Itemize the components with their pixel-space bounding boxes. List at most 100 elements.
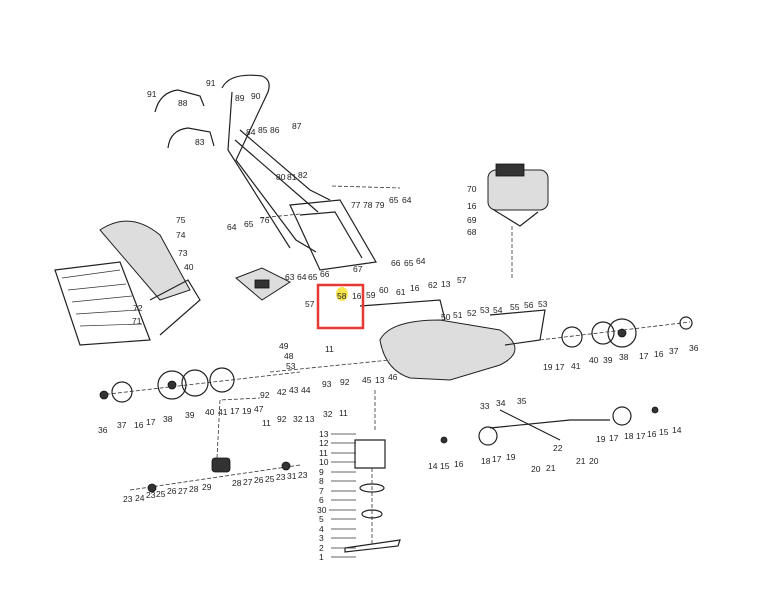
callout-40: 40 — [205, 407, 215, 417]
callout-28: 28 — [232, 478, 242, 488]
callout-81: 81 — [287, 172, 297, 182]
callout-88: 88 — [178, 98, 188, 108]
callout-70: 70 — [467, 184, 477, 194]
callout-40: 40 — [589, 355, 599, 365]
callout-44: 44 — [301, 385, 311, 395]
callout-72: 72 — [133, 303, 143, 313]
cable-bracket — [154, 89, 215, 149]
callout-17: 17 — [639, 351, 649, 361]
callout-50: 50 — [441, 312, 451, 322]
callout-22: 22 — [553, 443, 563, 453]
callout-64: 64 — [297, 272, 307, 282]
callout-16: 16 — [454, 459, 464, 469]
callout-33: 33 — [480, 401, 490, 411]
callout-64: 64 — [227, 222, 237, 232]
callout-85: 85 — [258, 125, 268, 135]
callout-58: 58 — [337, 291, 347, 301]
callout-11: 11 — [319, 448, 328, 458]
callout-53: 53 — [286, 361, 296, 371]
callout-65: 65 — [308, 272, 318, 282]
callout-92: 92 — [277, 414, 287, 424]
callout-14: 14 — [428, 461, 438, 471]
callout-24: 24 — [135, 493, 145, 503]
callout-60: 60 — [379, 285, 389, 295]
callout-23: 23 — [123, 494, 133, 504]
callout-65: 65 — [244, 219, 254, 229]
callout-17: 17 — [146, 417, 156, 427]
callout-18: 18 — [624, 431, 634, 441]
callout-65: 65 — [389, 195, 399, 205]
callout-61: 61 — [396, 287, 406, 297]
callout-16: 16 — [134, 420, 144, 430]
callout-66: 66 — [391, 258, 401, 268]
callout-21: 21 — [576, 456, 586, 466]
callout-37: 37 — [117, 420, 127, 430]
callout-14: 14 — [672, 425, 682, 435]
selected-part-box[interactable] — [316, 283, 365, 330]
callout-20: 20 — [589, 456, 599, 466]
left-wheel-assembly — [99, 367, 301, 403]
callout-11: 11 — [325, 344, 334, 354]
callout-20: 20 — [531, 464, 541, 474]
callout-32: 32 — [323, 409, 333, 419]
highlight-marker — [336, 287, 348, 301]
callout-84: 84 — [246, 127, 256, 137]
callout-41: 41 — [571, 361, 581, 371]
callout-43: 43 — [289, 385, 299, 395]
callout-69: 69 — [467, 215, 477, 225]
callout-47: 47 — [254, 404, 264, 414]
callout-8: 8 — [319, 476, 324, 486]
callout-27: 27 — [178, 486, 188, 496]
callout-37: 37 — [669, 346, 679, 356]
callout-83: 83 — [195, 137, 205, 147]
callout-34: 34 — [496, 398, 506, 408]
callout-13: 13 — [441, 279, 451, 289]
callout-31: 31 — [287, 471, 297, 481]
callout-89: 89 — [235, 93, 245, 103]
grass-bag — [54, 220, 201, 346]
callout-2: 2 — [319, 543, 324, 553]
callout-38: 38 — [619, 352, 629, 362]
callout-35: 35 — [517, 396, 527, 406]
callout-92: 92 — [340, 377, 350, 387]
callout-46: 46 — [388, 372, 398, 382]
callout-39: 39 — [603, 355, 613, 365]
callout-87: 87 — [292, 121, 302, 131]
callout-4: 4 — [319, 524, 324, 534]
callout-19: 19 — [543, 362, 553, 372]
callout-16: 16 — [410, 283, 420, 293]
callout-25: 25 — [156, 489, 166, 499]
callout-26: 26 — [254, 475, 264, 485]
callout-28: 28 — [189, 484, 199, 494]
callout-6: 6 — [319, 495, 324, 505]
callout-17: 17 — [492, 454, 502, 464]
callout-82: 82 — [298, 170, 308, 180]
callout-19: 19 — [596, 434, 606, 444]
callout-75: 75 — [176, 215, 186, 225]
callout-90: 90 — [251, 91, 261, 101]
callout-30: 30 — [317, 505, 327, 515]
callout-73: 73 — [178, 248, 188, 258]
callout-10: 10 — [319, 457, 329, 467]
callout-52: 52 — [467, 308, 477, 318]
callout-71: 71 — [132, 316, 142, 326]
callout-51: 51 — [453, 310, 463, 320]
engine — [487, 163, 549, 280]
blade-stack — [344, 439, 401, 553]
callout-57: 57 — [457, 275, 467, 285]
callout-41: 41 — [218, 407, 228, 417]
callout-13: 13 — [319, 429, 329, 439]
callout-18: 18 — [481, 456, 491, 466]
callout-64: 64 — [416, 256, 426, 266]
mower-deck — [269, 299, 546, 430]
callout-56: 56 — [524, 300, 534, 310]
callout-77: 77 — [351, 200, 361, 210]
callout-17: 17 — [636, 431, 646, 441]
callout-23: 23 — [298, 470, 308, 480]
callout-67: 67 — [353, 264, 363, 274]
callout-49: 49 — [279, 341, 289, 351]
callout-15: 15 — [659, 427, 669, 437]
